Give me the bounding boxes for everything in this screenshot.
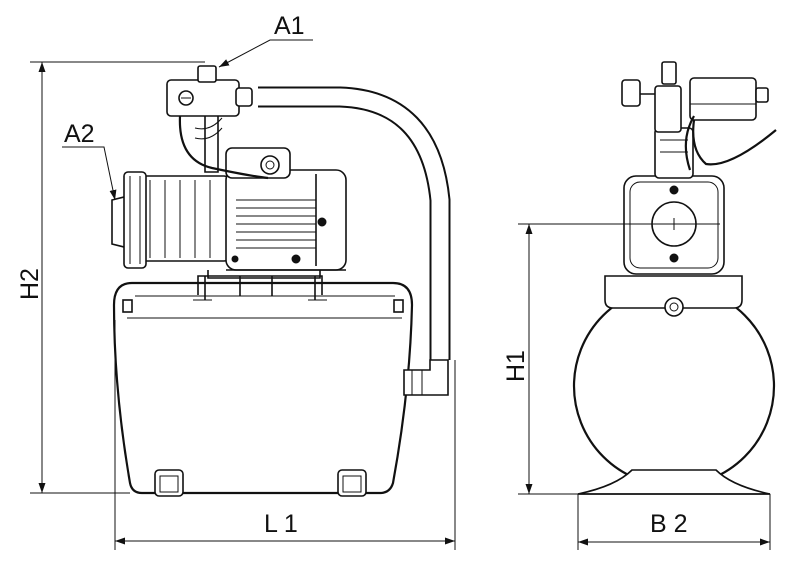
label-h2: H2 — [16, 268, 44, 300]
side-view — [111, 65, 451, 497]
side-motor — [225, 169, 347, 271]
label-h1: H1 — [502, 350, 530, 382]
side-tank — [112, 281, 414, 495]
front-view — [572, 61, 777, 495]
label-a1: A1 — [274, 12, 305, 40]
label-l1: L 1 — [264, 510, 298, 538]
front-pressure-switch — [689, 77, 757, 121]
label-b2: B 2 — [650, 510, 688, 538]
dimensions — [30, 39, 771, 550]
label-a2: A2 — [64, 120, 95, 148]
side-vertical-pipe — [204, 111, 219, 173]
side-pump-body — [139, 175, 231, 262]
side-pressure-switch — [166, 79, 240, 117]
front-base-saddle — [577, 469, 771, 495]
side-mount-bracket — [197, 275, 323, 300]
